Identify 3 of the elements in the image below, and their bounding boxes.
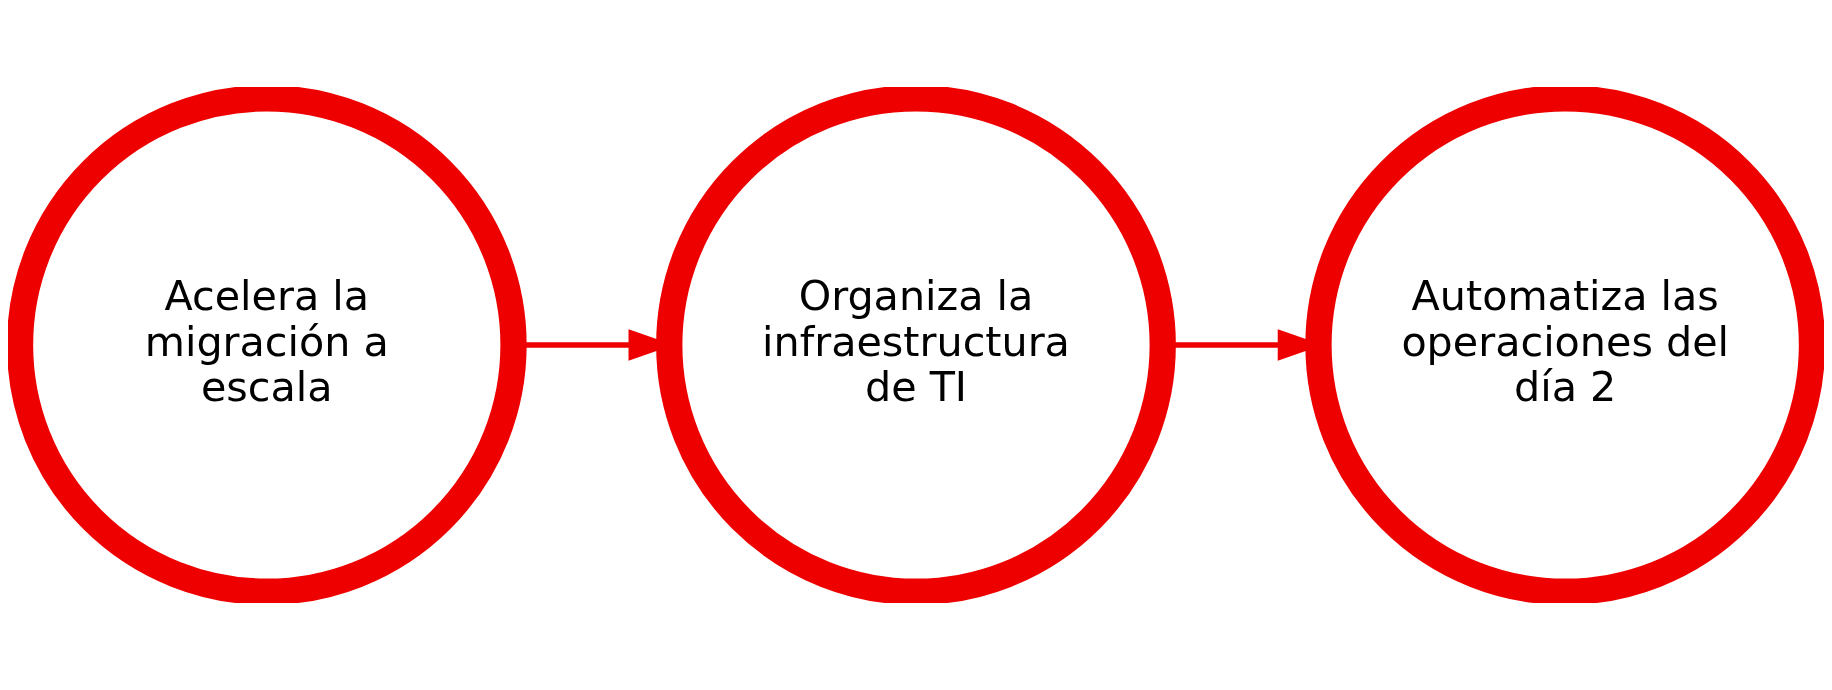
node-circle: Automatiza las operaciones del día 2 <box>1305 87 1824 603</box>
node-circle: Acelera la migración a escala <box>8 87 527 603</box>
node-circle: Organiza la infraestructura de TI <box>656 87 1176 603</box>
